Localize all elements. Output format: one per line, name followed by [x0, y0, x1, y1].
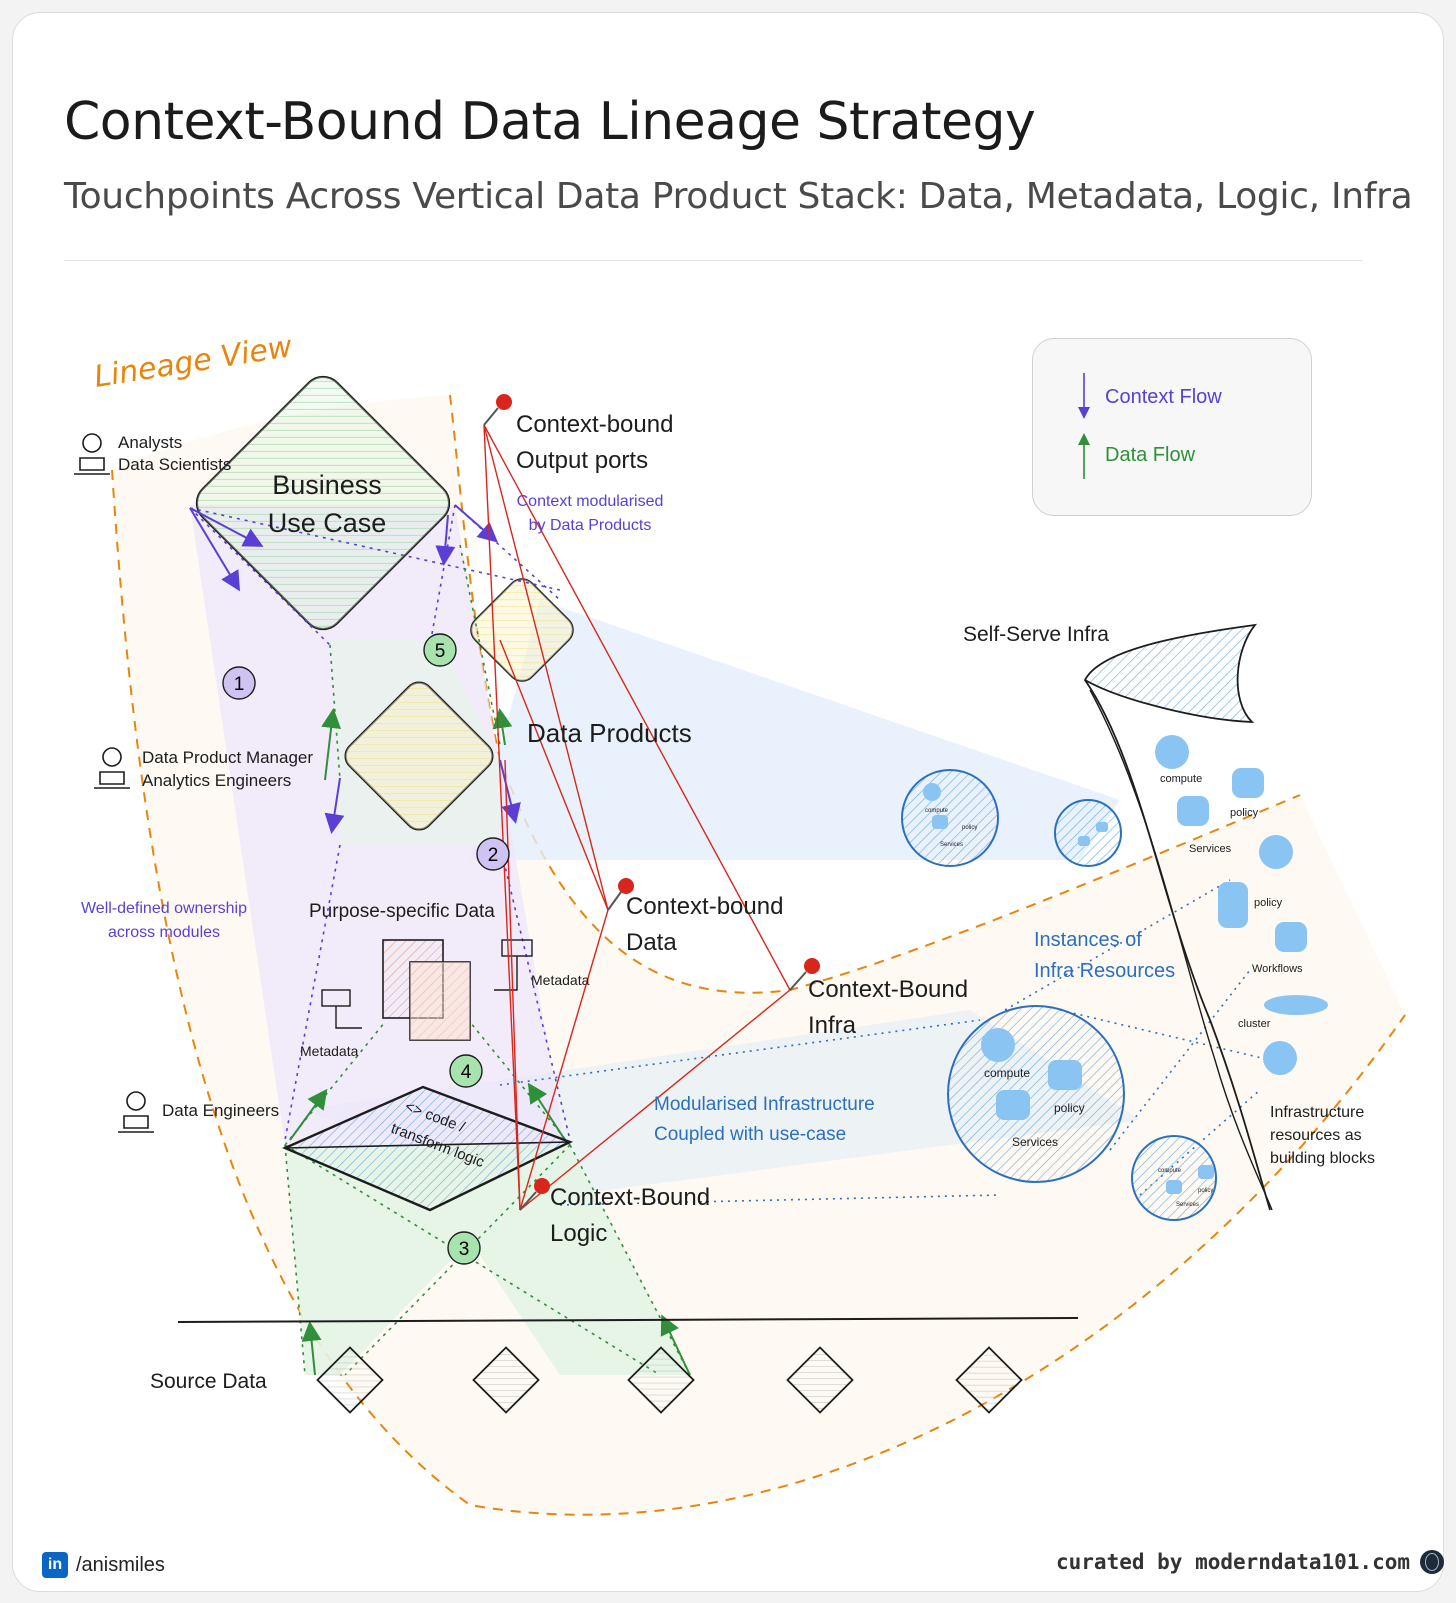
ownership-line1: Well-defined ownership [81, 900, 247, 917]
metadata-label-right: Metadata [531, 972, 590, 988]
res-compute-mid: compute [925, 808, 949, 814]
res-policy-1: policy [1230, 807, 1259, 819]
linkedin-handle: /anismiles [76, 1553, 165, 1576]
infra-blocks-line3: building blocks [1270, 1150, 1375, 1167]
output-port-diamond [470, 578, 574, 682]
infra-instance-mid [901, 769, 999, 867]
pin-infra-line2: Infra [808, 1012, 857, 1039]
pin-logic-line2: Logic [550, 1220, 607, 1247]
arrow-down-icon [1078, 373, 1090, 419]
legend-context-flow: Context Flow [1077, 373, 1222, 421]
business-use-case-diamond [195, 375, 451, 631]
res-services-1: Services [1189, 843, 1232, 855]
linkedin-credit[interactable]: in /anismiles [42, 1552, 165, 1578]
pin-output-ports-line2: Output ports [516, 447, 648, 474]
res-cluster: cluster [1238, 1018, 1271, 1030]
instances-line2: Infra Resources [1034, 960, 1175, 982]
res-services-mid: Services [940, 842, 963, 848]
title-divider [64, 260, 1362, 261]
step-1: 1 [234, 674, 245, 695]
persona-data-engineers: Data Engineers [162, 1101, 279, 1120]
res-policy-large: policy [1054, 1101, 1085, 1115]
globe-icon [1420, 1550, 1445, 1574]
pin-context-infra [789, 958, 820, 991]
context-pin-lines [483, 424, 791, 1211]
page-title: Context-Bound Data Lineage Strategy [64, 92, 1036, 152]
res-workflows: Workflows [1252, 963, 1303, 975]
purpose-specific-data-label: Purpose-specific Data [309, 901, 495, 922]
curated-by-text: curated by moderndata101.com [1056, 1550, 1411, 1574]
data-product-diamond [344, 681, 494, 831]
modularised-infra-line2: Coupled with use-case [654, 1124, 846, 1145]
pin-infra-line1: Context-Bound [808, 976, 968, 1003]
instances-line1: Instances of [1034, 929, 1142, 951]
pin-context-data [607, 878, 634, 911]
res-policy-2: policy [1254, 897, 1283, 909]
res-compute-large: compute [984, 1066, 1030, 1080]
pin-context-logic [519, 1178, 550, 1211]
ownership-line2: across modules [108, 924, 220, 941]
data-products-label: Data Products [527, 718, 692, 748]
legend-context-label: Context Flow [1105, 385, 1222, 408]
infra-instance-large [947, 1005, 1125, 1183]
persona-data-scientists: Data Scientists [118, 455, 231, 474]
res-services-large: Services [1012, 1135, 1058, 1149]
person-laptop-icon [74, 433, 154, 1133]
persona-dpm: Data Product Manager [142, 748, 313, 767]
res-policy-mid: policy [962, 825, 977, 831]
arrow-up-icon [1078, 433, 1090, 479]
step-badges: 1 2 3 4 5 [222, 633, 510, 1265]
purpose-data-docs [321, 939, 533, 1041]
context-modularised-line1: Context modularised [517, 493, 664, 510]
lineage-view-label: Lineage View [92, 329, 295, 395]
page-subtitle: Touchpoints Across Vertical Data Product… [64, 176, 1413, 217]
step-3: 3 [459, 1239, 470, 1260]
modularised-infra-line1: Modularised Infrastructure [654, 1094, 875, 1115]
lineage-view-boundary-inner [449, 394, 1301, 994]
context-modularised-line2: by Data Products [529, 517, 652, 534]
infra-blocks-line1: Infrastructure [1270, 1104, 1364, 1121]
infra-instance-small-bottom [1131, 1135, 1217, 1221]
pin-output-ports-line1: Context-bound [516, 411, 673, 438]
metadata-label-left: Metadata [300, 1043, 359, 1059]
business-use-case-line1: Business [272, 470, 382, 500]
infra-resource-blobs [1155, 735, 1328, 1075]
step-4: 4 [461, 1062, 472, 1083]
source-data-label: Source Data [150, 1370, 267, 1393]
linkedin-icon: in [42, 1552, 68, 1578]
self-serve-infra-label: Self-Serve Infra [963, 623, 1109, 646]
pin-data-line1: Context-bound [626, 893, 783, 920]
source-data-diamonds [316, 1346, 1023, 1414]
business-use-case-line2: Use Case [268, 508, 387, 538]
infra-blocks-line2: resources as [1270, 1127, 1362, 1144]
infra-instance-small-top [1054, 799, 1122, 867]
persona-analysts: Analysts [118, 433, 182, 452]
res-compute-small: compute [1158, 1168, 1182, 1174]
res-policy-small: policy [1198, 1188, 1213, 1194]
persona-analytics-engineers: Analytics Engineers [142, 771, 291, 790]
legend-box: Context Flow Data Flow [1032, 338, 1312, 516]
legend-data-flow: Data Flow [1077, 431, 1195, 479]
res-services-small: Services [1176, 1202, 1199, 1208]
pin-logic-line1: Context-Bound [550, 1184, 710, 1211]
code-transform-diamond [281, 1085, 574, 1212]
pin-output-ports [483, 394, 512, 426]
self-serve-funnel [1083, 623, 1273, 1211]
pin-data-line2: Data [626, 929, 677, 956]
data-zone [285, 1145, 690, 1375]
infra-dotted-lines [499, 879, 1271, 1206]
step-2: 2 [488, 845, 499, 866]
context-dotted-lines [189, 504, 571, 1141]
curated-by-credit[interactable]: curated by moderndata101.com [1056, 1550, 1445, 1574]
legend-data-label: Data Flow [1105, 443, 1196, 466]
res-compute-1: compute [1160, 773, 1202, 785]
step-5: 5 [435, 641, 446, 662]
source-baseline [177, 1317, 1079, 1323]
